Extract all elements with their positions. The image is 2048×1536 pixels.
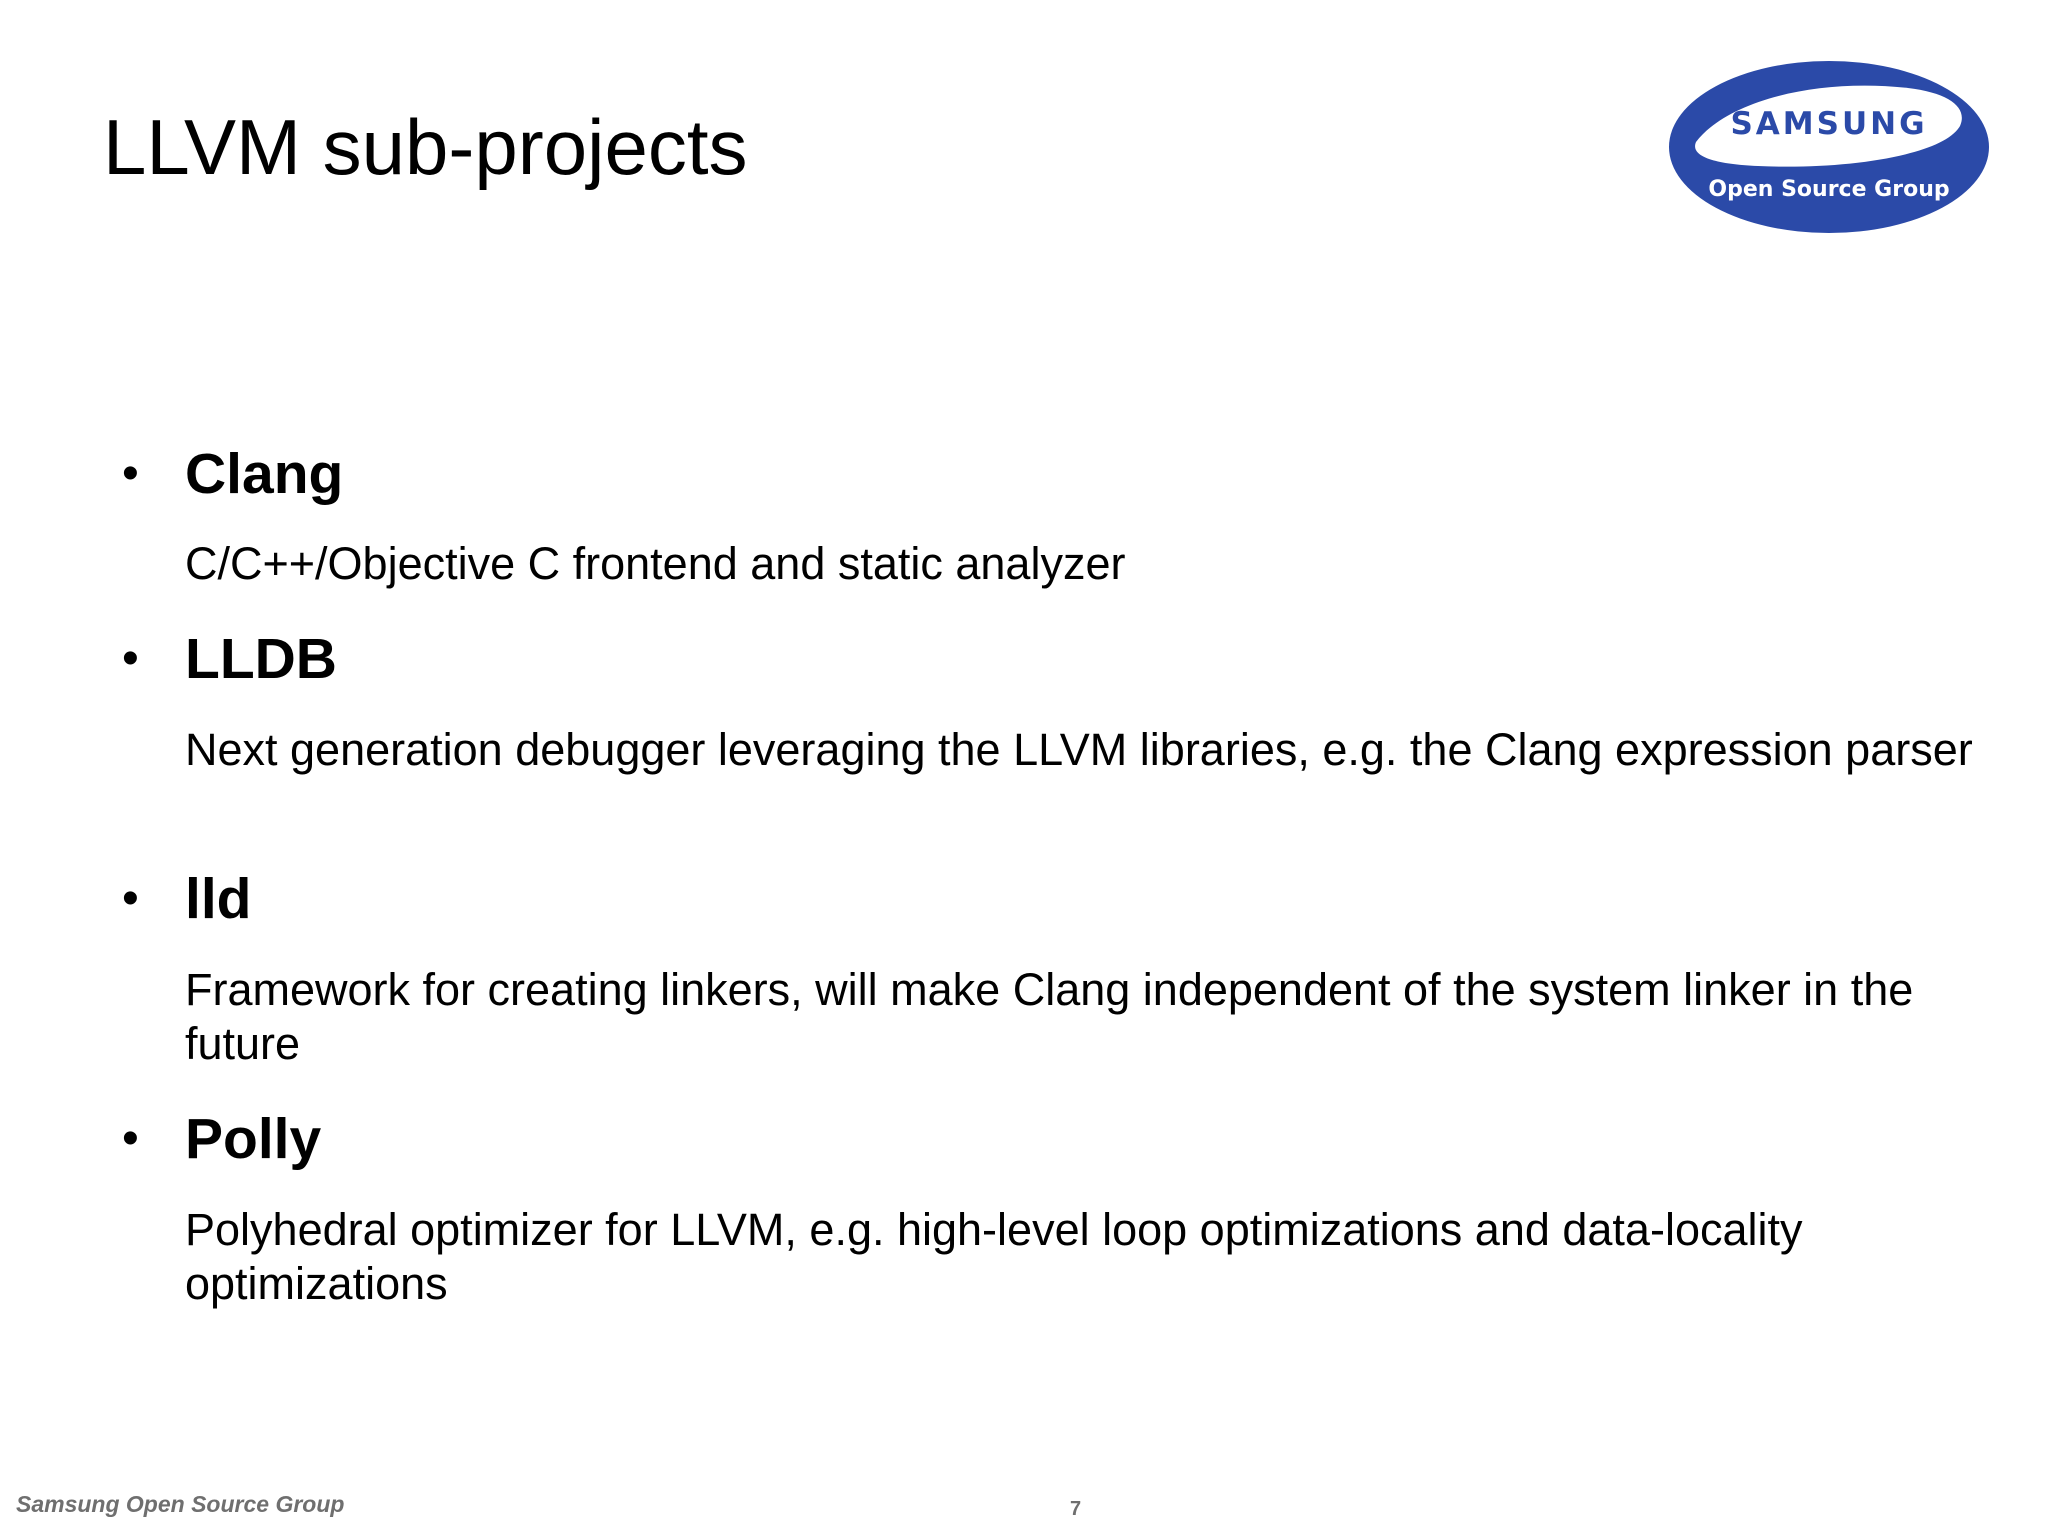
samsung-open-source-group-logo: SAMSUNG Open Source Group xyxy=(1668,60,1990,234)
bullet-heading: lld xyxy=(185,867,252,931)
logo-brand-text: SAMSUNG xyxy=(1730,106,1927,142)
bullet-description: Polyhedral optimizer for LLVM, e.g. high… xyxy=(185,1204,1803,1309)
bullet-heading: Clang xyxy=(185,442,344,506)
bullet-heading: LLDB xyxy=(185,627,337,691)
footer-organization: Samsung Open Source Group xyxy=(16,1491,345,1517)
slide-title: LLVM sub-projects xyxy=(103,103,748,191)
bullet-dot: • xyxy=(122,632,139,685)
logo-subtitle-text: Open Source Group xyxy=(1708,177,1949,202)
bullet-description: Next generation debugger leveraging the … xyxy=(185,724,1973,775)
bullet-dot: • xyxy=(122,447,139,500)
bullet-heading: Polly xyxy=(185,1107,322,1171)
page-number: 7 xyxy=(1070,1498,1082,1520)
bullet-dot: • xyxy=(122,872,139,925)
bullet-description: C/C++/Objective C frontend and static an… xyxy=(185,538,1126,589)
bullet-description: Framework for creating linkers, will mak… xyxy=(185,964,1914,1069)
bullet-dot: • xyxy=(122,1112,139,1165)
